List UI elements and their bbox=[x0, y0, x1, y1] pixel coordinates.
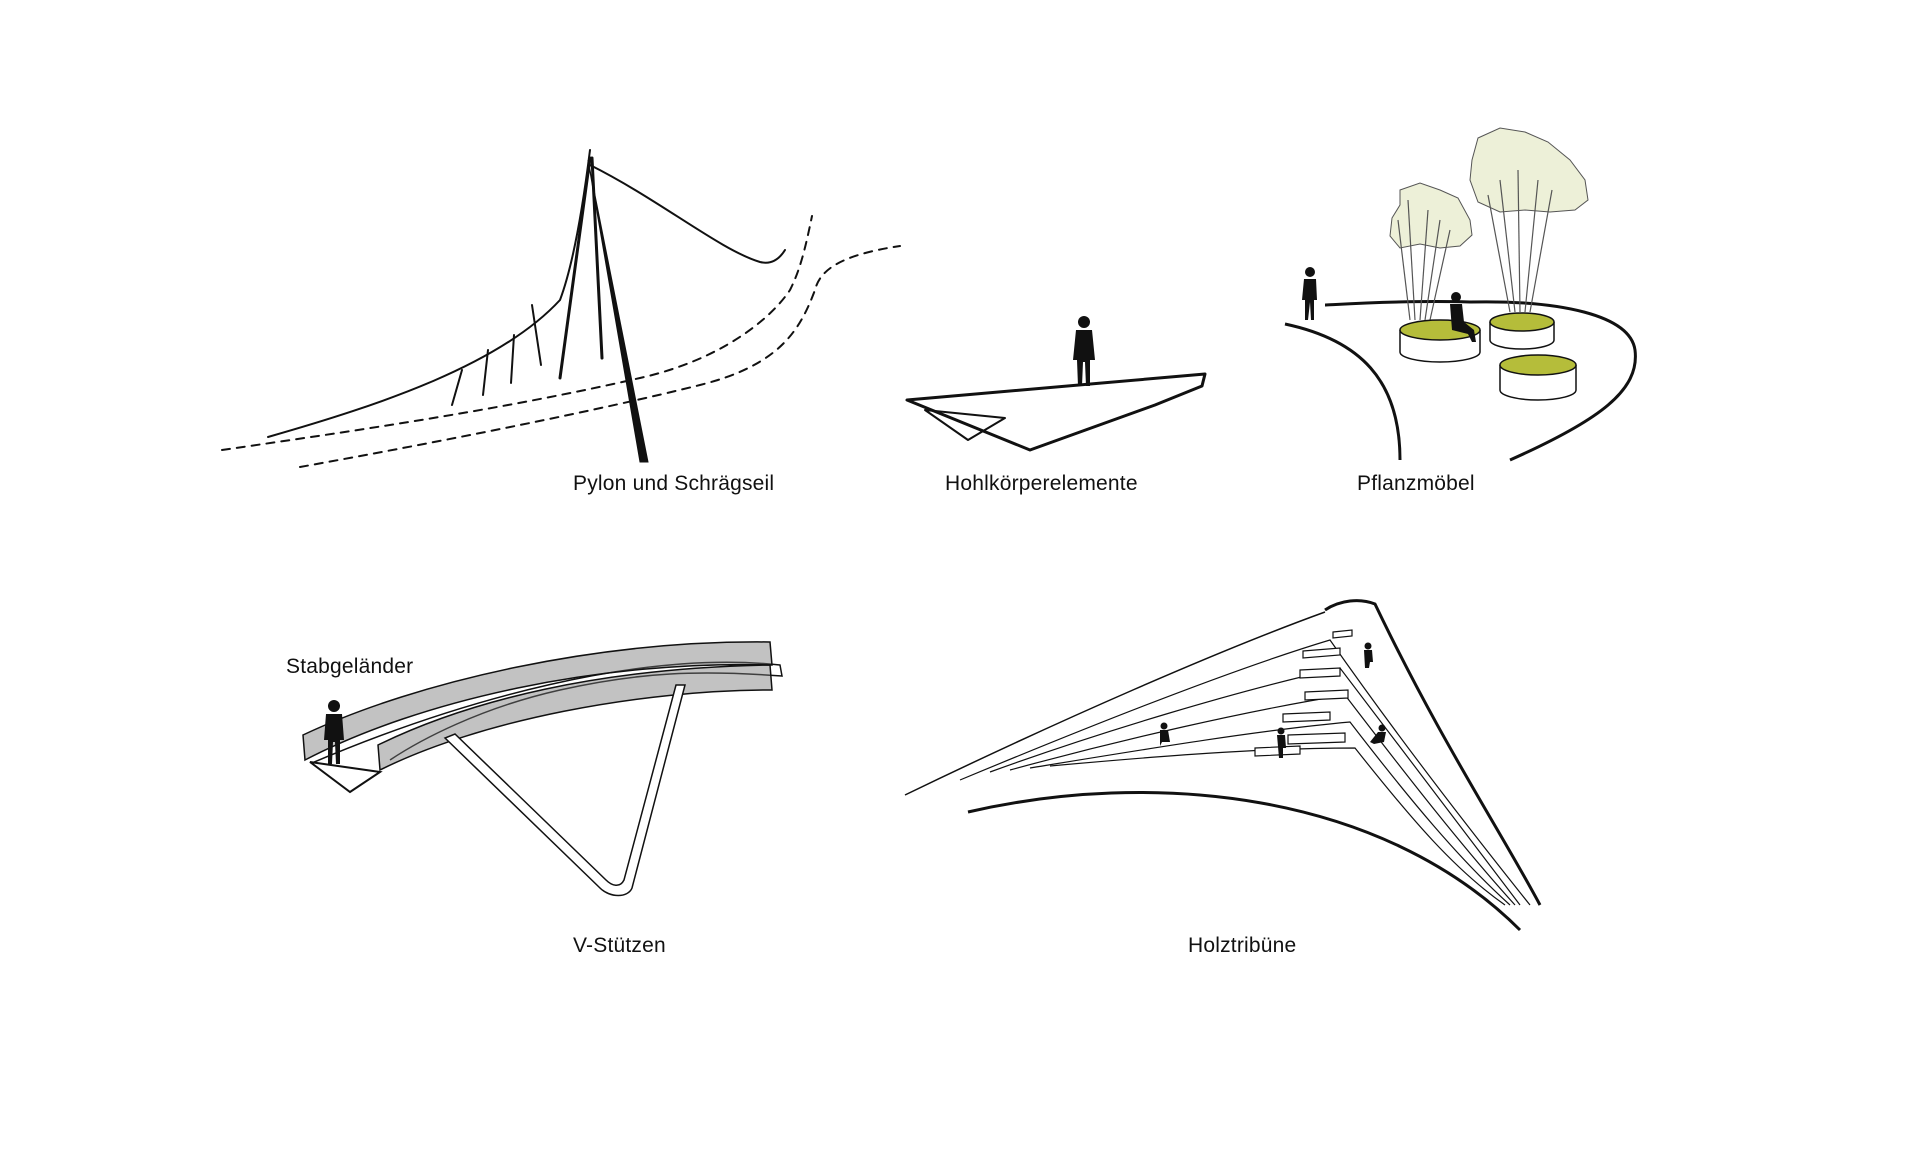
pylon-sketch bbox=[221, 149, 901, 468]
tribune-tier bbox=[1029, 721, 1511, 906]
tribune-tier bbox=[959, 639, 1531, 906]
deck-edge-dashed bbox=[299, 245, 901, 468]
v-stuetzen-sketch bbox=[302, 641, 783, 897]
hohlkoerper-sketch bbox=[905, 316, 1207, 452]
holztribuene-sketch bbox=[904, 599, 1542, 932]
person-icon bbox=[324, 700, 344, 764]
pylon-main-mast bbox=[587, 159, 649, 463]
pylon-hanger bbox=[531, 304, 542, 366]
pylon-leg bbox=[558, 156, 592, 380]
label-stabgelaender: Stabgeländer bbox=[286, 655, 414, 678]
hohlkoerper-void bbox=[924, 409, 1006, 441]
person-icon bbox=[1160, 722, 1170, 746]
person-icon bbox=[1277, 727, 1286, 758]
planter bbox=[1499, 354, 1577, 401]
label-v-stuetzen: V-Stützen bbox=[573, 934, 666, 957]
railing-band bbox=[302, 641, 773, 762]
person-seated-icon bbox=[1450, 292, 1476, 342]
path-edge bbox=[1324, 300, 1637, 462]
pylon-hanger bbox=[510, 334, 515, 384]
label-pylon: Pylon und Schrägseil bbox=[573, 472, 775, 495]
ground-curve bbox=[967, 791, 1522, 932]
pylon-hanger bbox=[451, 369, 463, 406]
label-holztribuene: Holztribüne bbox=[1188, 934, 1297, 957]
pylon-backstay bbox=[589, 164, 786, 264]
tree-icon bbox=[1469, 127, 1589, 313]
label-hohlkoerper: Hohlkörperelemente bbox=[945, 472, 1138, 495]
pylon-hanger bbox=[482, 349, 489, 396]
label-pflanzmoebel: Pflanzmöbel bbox=[1357, 472, 1475, 495]
deck-edge-dashed bbox=[221, 215, 813, 451]
v-support bbox=[443, 684, 686, 897]
tree-icon bbox=[1389, 182, 1473, 321]
person-icon bbox=[1370, 724, 1386, 744]
bridge-deck bbox=[311, 661, 783, 764]
planter bbox=[1399, 319, 1481, 363]
tribune-tier bbox=[904, 611, 1326, 796]
person-icon bbox=[1073, 316, 1095, 386]
tribune-tier bbox=[1049, 747, 1506, 906]
person-icon bbox=[1302, 267, 1317, 320]
tribune-outer-edge bbox=[1324, 599, 1542, 906]
railing-band bbox=[377, 664, 773, 772]
person-icon bbox=[1364, 642, 1373, 668]
bench bbox=[1254, 629, 1353, 757]
path-edge bbox=[1284, 322, 1402, 461]
pflanzmoebel-sketch bbox=[1284, 127, 1637, 462]
pylon-main-cable bbox=[267, 149, 591, 438]
planter bbox=[1489, 312, 1555, 350]
hohlkoerper-plate bbox=[905, 372, 1207, 452]
